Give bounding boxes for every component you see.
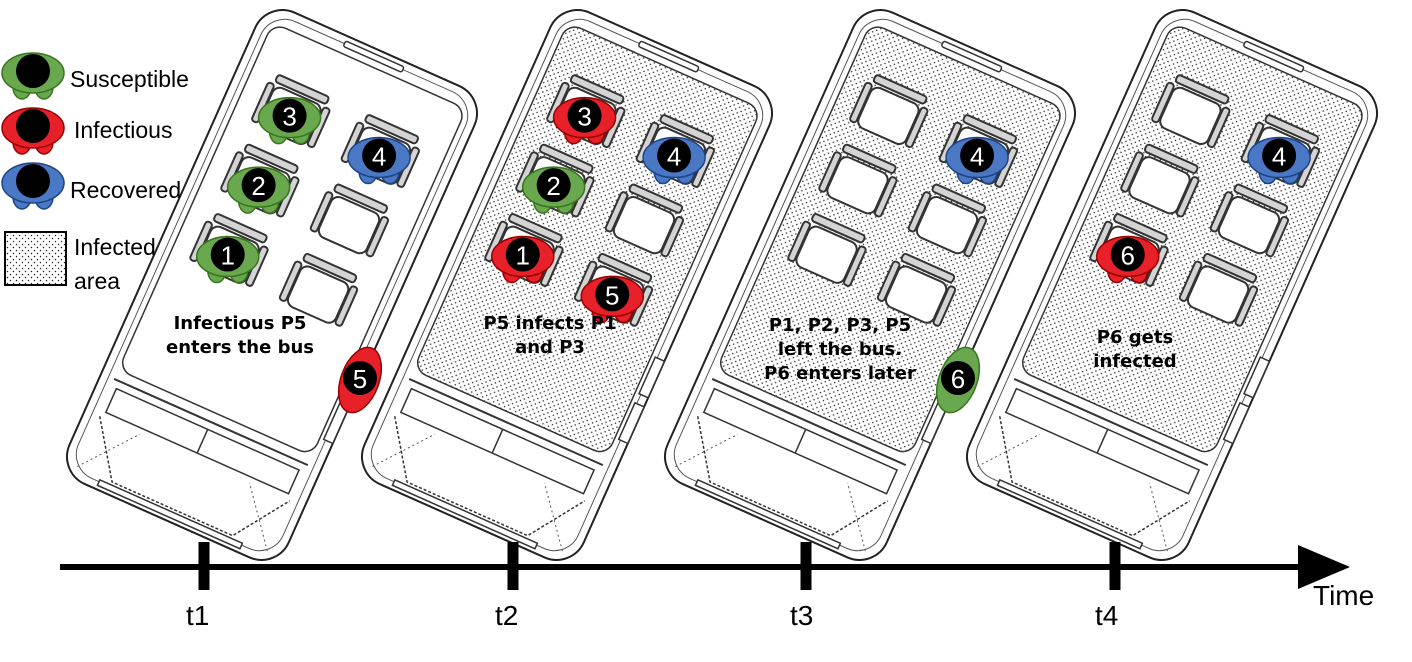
timeline-axis-title: Time bbox=[1313, 580, 1375, 611]
panel-caption-t3: P1, P2, P3, P5 left the bus. P6 enters l… bbox=[764, 315, 916, 384]
bus-t1: 3 4 2 1 bbox=[66, 9, 478, 561]
person-icon: 3 bbox=[257, 96, 322, 145]
seat-R2 bbox=[604, 183, 685, 258]
panel-caption-t4: P6 gets infected bbox=[1093, 327, 1177, 372]
passenger-number: 5 bbox=[353, 364, 367, 394]
passenger-number: 4 bbox=[1272, 142, 1286, 172]
bus-t2: 3 4 2 1 5 bbox=[361, 9, 773, 561]
tick-label-t4: t4 bbox=[1095, 600, 1119, 631]
passenger-number: 6 bbox=[951, 364, 965, 394]
passenger-3: 3 bbox=[552, 96, 617, 145]
passenger-1: 1 bbox=[195, 235, 260, 284]
legend bbox=[1, 52, 67, 286]
person-icon: 4 bbox=[642, 136, 706, 185]
person-icon: 6 bbox=[1095, 235, 1160, 284]
legend-recovered-icon bbox=[1, 162, 65, 210]
seat-R3 bbox=[876, 252, 957, 327]
legend-label-infectious: Infectious bbox=[74, 117, 173, 143]
passenger-number: 4 bbox=[372, 142, 386, 172]
person-icon: 4 bbox=[945, 136, 1009, 185]
tick-label-t2: t2 bbox=[495, 600, 519, 631]
passenger-number: 4 bbox=[667, 142, 681, 172]
passenger-5: 5 bbox=[580, 275, 645, 324]
person-icon: 1 bbox=[490, 235, 555, 284]
legend-label-recovered: Recovered bbox=[70, 177, 182, 203]
legend-infected-area-swatch bbox=[4, 231, 67, 286]
passenger-number: 3 bbox=[282, 102, 296, 132]
passenger-6: 6 bbox=[1095, 235, 1160, 284]
seat-L1 bbox=[849, 74, 929, 148]
person-icon: 1 bbox=[195, 235, 260, 284]
seat-L3 bbox=[787, 213, 867, 287]
passenger-4: 4 bbox=[945, 136, 1009, 185]
bus-t4: 46 bbox=[966, 9, 1378, 561]
passenger-number: 2 bbox=[546, 171, 560, 201]
passenger-1: 1 bbox=[490, 235, 555, 284]
seat-L2 bbox=[818, 143, 898, 218]
passenger-number: 6 bbox=[1121, 241, 1135, 271]
seat-R2 bbox=[309, 183, 390, 258]
seat-R2 bbox=[1209, 183, 1290, 258]
passenger-3: 3 bbox=[257, 96, 322, 145]
timeline bbox=[60, 542, 1350, 590]
timeline-arrowhead bbox=[1298, 545, 1350, 589]
passenger-2: 2 bbox=[521, 166, 586, 214]
passenger-4: 4 bbox=[1247, 136, 1311, 185]
passenger-number: 2 bbox=[251, 171, 265, 201]
passenger-5-outside: 5 bbox=[337, 346, 383, 414]
passenger-4: 4 bbox=[347, 136, 411, 185]
seat-L2 bbox=[1120, 143, 1200, 218]
legend-susceptible-icon bbox=[1, 52, 65, 100]
person-icon: 5 bbox=[580, 275, 645, 324]
person-icon: 2 bbox=[226, 166, 291, 214]
bus-t3: 4 bbox=[664, 9, 1076, 561]
legend-label-infected-area: Infected area bbox=[74, 234, 156, 294]
seat-R3 bbox=[278, 252, 359, 327]
passenger-number: 4 bbox=[970, 142, 984, 172]
passenger-2: 2 bbox=[226, 166, 291, 214]
seat-R3 bbox=[1178, 252, 1259, 327]
tick-label-t1: t1 bbox=[186, 600, 210, 631]
legend-label-susceptible: Susceptible bbox=[70, 66, 189, 92]
seat-L1 bbox=[1151, 74, 1231, 148]
person-icon: 3 bbox=[552, 96, 617, 145]
passenger-number: 1 bbox=[221, 241, 235, 271]
panel-caption-t2: P5 infects P1 and P3 bbox=[483, 313, 617, 358]
passenger-number: 3 bbox=[577, 102, 591, 132]
tick-label-t3: t3 bbox=[790, 600, 814, 631]
passenger-number: 5 bbox=[605, 280, 619, 310]
passenger-number: 1 bbox=[516, 241, 530, 271]
person-icon: 4 bbox=[1247, 136, 1311, 185]
passenger-4: 4 bbox=[642, 136, 706, 185]
legend-infectious-icon bbox=[1, 107, 65, 155]
passenger-6-outside: 6 bbox=[935, 346, 981, 414]
panel-caption-t1: Infectious P5 enters the bus bbox=[166, 313, 314, 358]
person-icon: 4 bbox=[347, 136, 411, 185]
seat-R2 bbox=[907, 183, 988, 258]
person-icon: 2 bbox=[521, 166, 586, 214]
